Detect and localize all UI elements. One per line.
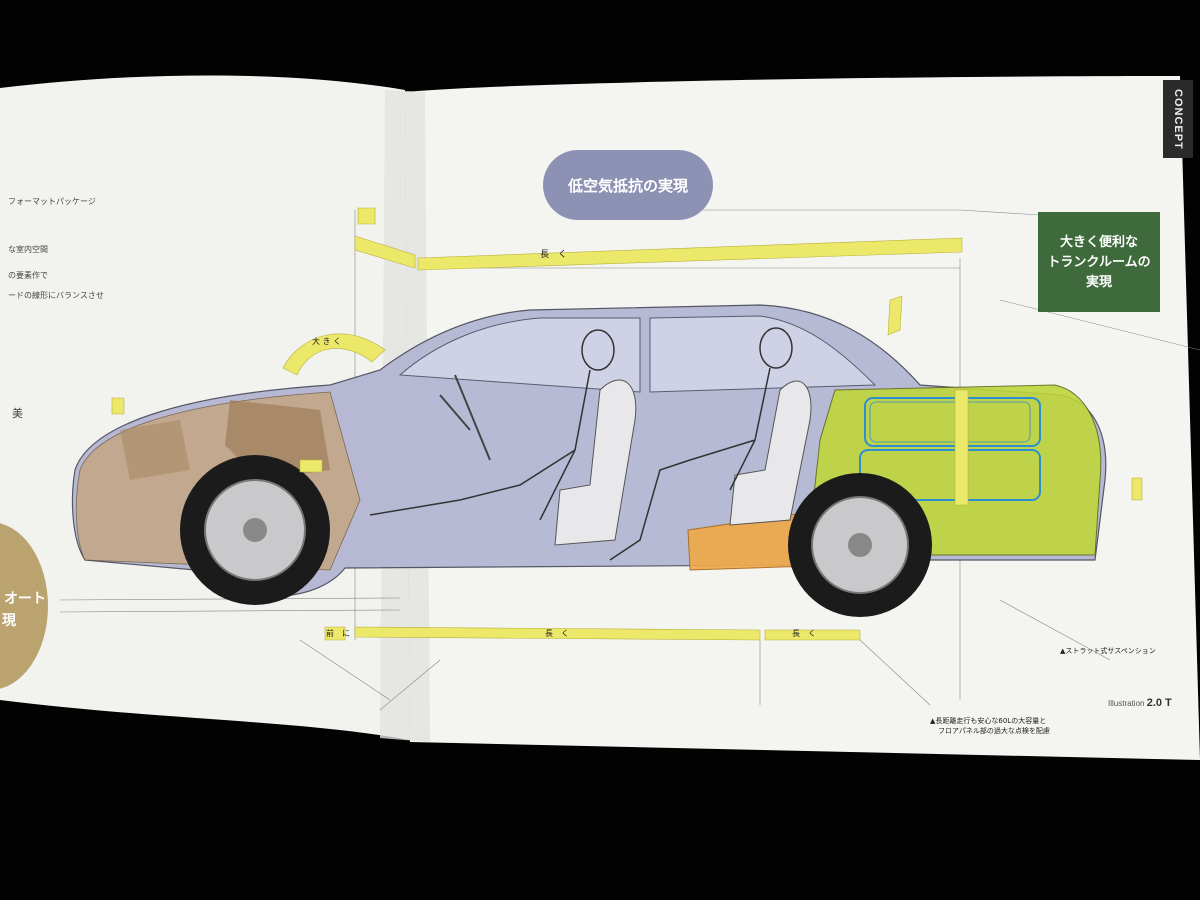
illustration-credit: Illustration 2.0 T: [1108, 697, 1172, 709]
left-text-2: な室内空間: [8, 245, 48, 254]
pill-label: 低空気抵抗の実現: [567, 177, 688, 195]
bottom-note-1: ▲長距離走行も安心な60Lの大容量と: [930, 717, 1047, 725]
engine-detail-2: [120, 420, 190, 480]
left-text-5: 美: [12, 408, 23, 420]
bar-label-arc: 大 き く: [312, 337, 342, 346]
concept-tab: CONCEPT: [1163, 80, 1193, 158]
car-windows: [398, 315, 877, 393]
bar-label-mid: 長 く: [545, 629, 569, 638]
gold-circle-text-2: 現: [2, 613, 16, 629]
seats: [554, 379, 812, 546]
bar-label-rear: 長 く: [792, 629, 816, 638]
green-box-line-3: 実現: [1085, 274, 1112, 289]
illustration-value: 2.0 T: [1146, 697, 1172, 709]
bottom-note-3: ▲ストラット式サスペンション: [1060, 647, 1156, 655]
yellow-bars: [111, 207, 1143, 641]
green-box-line-2: トランクルームの: [1047, 254, 1151, 269]
green-box-line-1: 大きく便利な: [1059, 234, 1138, 249]
gold-circle: [0, 523, 48, 689]
left-text-3: の要素作で: [8, 271, 48, 280]
steering-wheel: [439, 374, 491, 461]
rear-wheel: [788, 473, 932, 617]
front-wheel: [180, 455, 330, 605]
bar-label-top: 長 く: [540, 250, 568, 260]
illustration-label: Illustration: [1108, 699, 1145, 708]
bar-label-front: 前 に: [326, 629, 350, 638]
bottom-note-2: フロアパネル部の過大な点検を配慮: [938, 727, 1050, 735]
left-text-1: フォーマットパッケージ: [8, 197, 96, 206]
concept-tab-label: CONCEPT: [1172, 88, 1184, 150]
low-drag-pill: 低空気抵抗の実現: [543, 150, 713, 220]
occupants: [369, 327, 793, 561]
trunk-callout-box: 大きく便利な トランクルームの 実現: [1038, 212, 1160, 312]
gold-circle-text-1: オート: [4, 591, 46, 607]
left-text-4: ードの線形にバランスさせ: [8, 291, 104, 300]
